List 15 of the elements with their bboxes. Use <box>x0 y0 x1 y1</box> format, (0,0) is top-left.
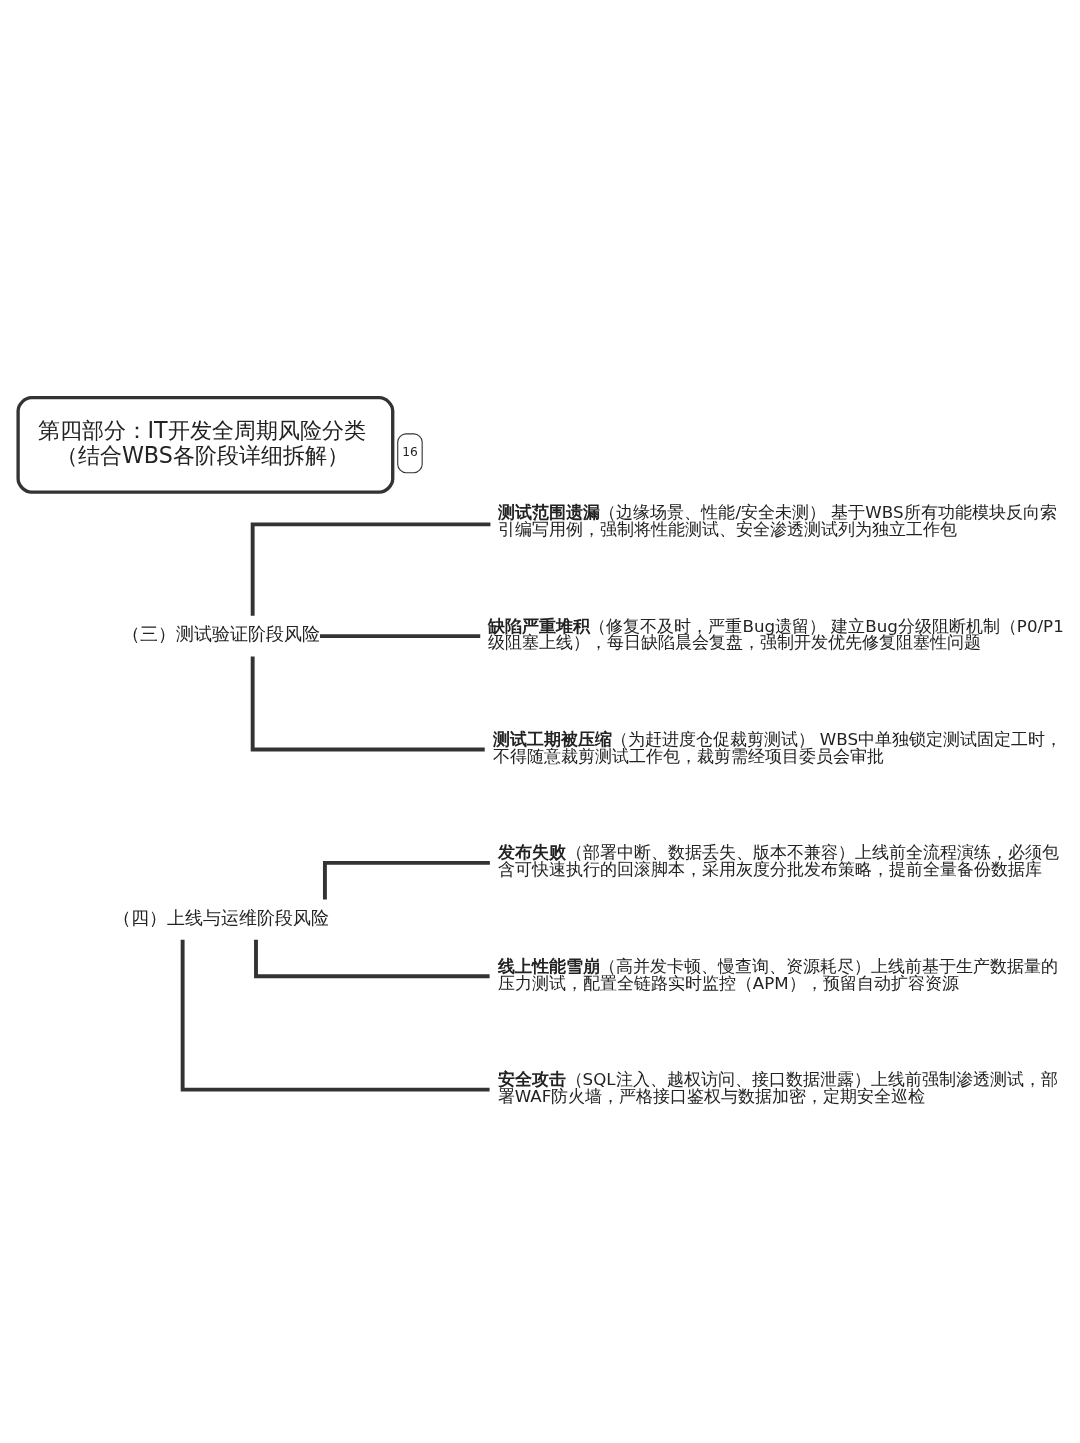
node-text: 发布失败（部署中断、数据丢失、版本不兼容）上线前全流程演练，必须包含可快速执行的回滚脚本，采用灰度分批发布策略，提前全量备份数据库 <box>497 842 1059 879</box>
node-label: 16 <box>402 444 418 459</box>
node-text: 线上性能雪崩（高并发卡顿、慢查询、资源耗尽）上线前基于生产数据量的压力测试，配置全链路实时监控（APM），预留自动扩容资源 <box>497 956 1058 992</box>
node-text: 测试工期被压缩（为赶进度仓促裁剪测试） WBS中单独锁定测试固定工时，不得随意裁剪测试工作包，裁剪需经项目委员会审批 <box>492 729 1063 766</box>
connector <box>322 860 490 899</box>
connector <box>319 633 481 638</box>
node-text: 安全攻击（SQL注入、越权访问、接口数据泄露）上线前强制渗透测试，部署WAF防火墙，严格接口鉴权与数据加密，定期安全巡检 <box>497 1069 1058 1106</box>
node-text: （四）上线与运维阶段风险 <box>113 906 330 928</box>
node-text: （三）测试验证阶段风险 <box>122 622 321 644</box>
node-text: 测试范围遗漏（边缘场景、性能/安全未测） 基于WBS所有功能模块反向索引编写用例，强制将性能测试、安全渗透测试列为独立工作包 <box>498 502 1057 539</box>
connector <box>250 521 491 616</box>
connector <box>180 939 490 1092</box>
connector <box>250 655 485 751</box>
connector <box>254 939 490 978</box>
node-text: 缺陷严重堆积（修复不及时，严重Bug遗留） 建立Bug分级阻断机制（P0/P1级阻塞上线），每日缺陷晨会复盘，强制开发优先修复阻塞性问题 <box>488 616 1064 652</box>
